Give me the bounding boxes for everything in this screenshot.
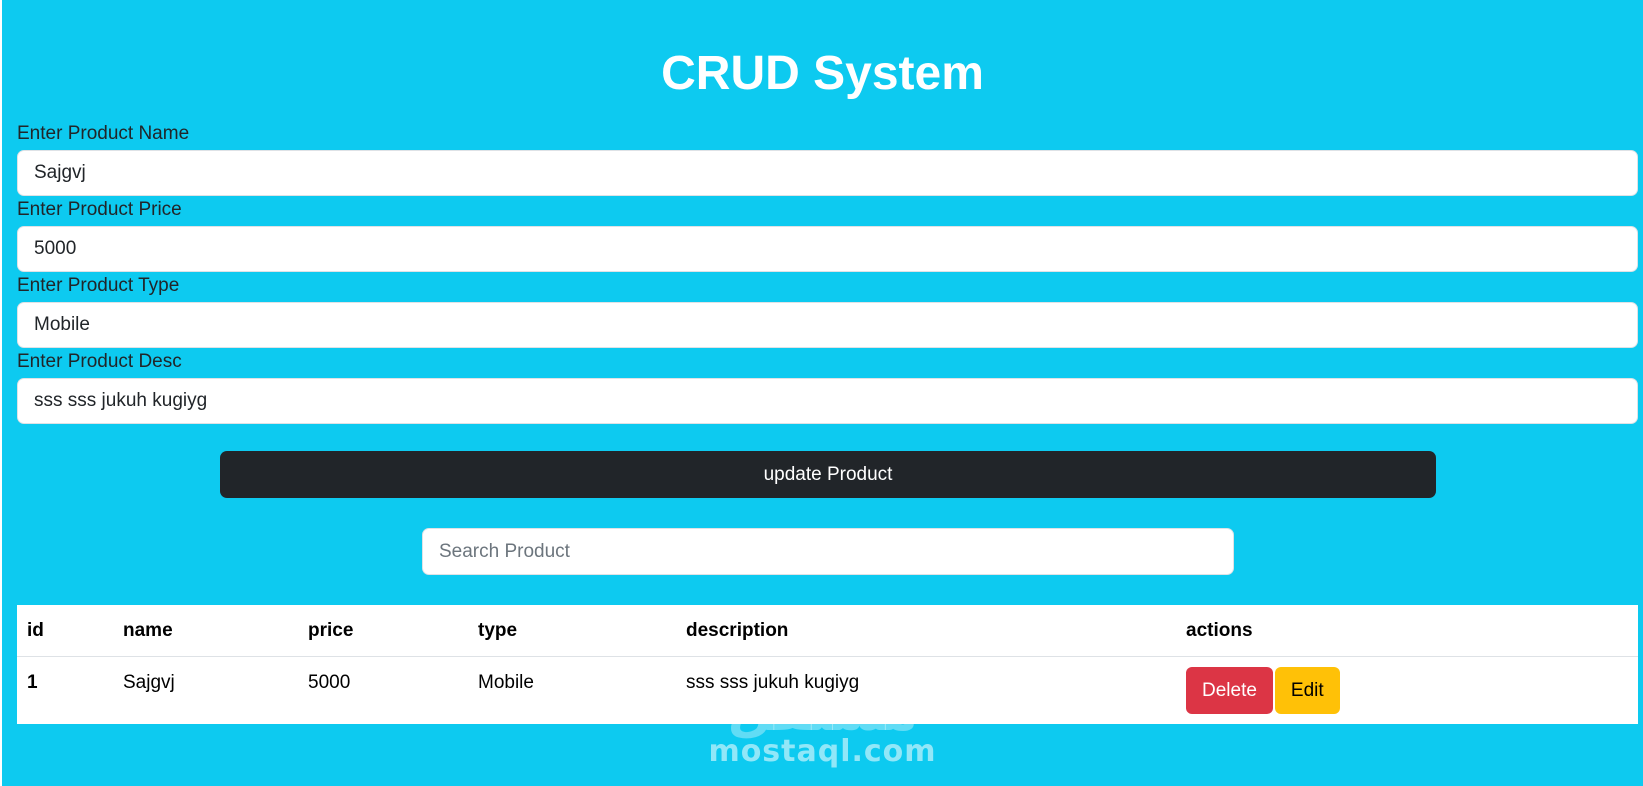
product-name-label: Enter Product Name [17, 123, 190, 144]
cell-type-text: Mobile [478, 671, 534, 693]
column-header-price: price [298, 605, 468, 657]
cell-name: Sajgvj [113, 657, 298, 725]
product-desc-input[interactable] [17, 378, 1638, 424]
column-header-actions: actions [1176, 605, 1638, 657]
column-header-type: type [468, 605, 676, 657]
cell-price: 5000 [298, 657, 468, 725]
product-price-input[interactable] [17, 226, 1638, 272]
product-desc-label: Enter Product Desc [17, 351, 182, 372]
product-type-label: Enter Product Type [17, 275, 180, 296]
table-header-row: id name price type description actions [17, 605, 1638, 657]
search-input[interactable] [422, 528, 1234, 575]
products-table: id name price type description actions 1… [17, 605, 1638, 724]
table-row: 1 Sajgvj 5000 Mobile sss sss jukuh kugiy… [17, 657, 1638, 725]
product-price-label: Enter Product Price [17, 199, 182, 220]
column-header-id: id [17, 605, 113, 657]
cell-price-text: 5000 [308, 671, 351, 693]
product-name-input[interactable] [17, 150, 1638, 196]
cell-name-text: Sajgvj [123, 671, 175, 693]
page-title: CRUD System [661, 47, 984, 100]
edit-button[interactable]: Edit [1274, 667, 1340, 714]
cell-type: Mobile [468, 657, 676, 725]
delete-button[interactable]: Delete [1186, 667, 1273, 714]
cell-id-text: 1 [27, 671, 38, 693]
watermark-latin-text: mostaql.com [708, 734, 937, 769]
update-product-button[interactable]: update Product [220, 451, 1436, 498]
cell-description-text: sss sss jukuh kugiyg [686, 671, 860, 693]
column-header-description: description [676, 605, 1176, 657]
product-type-input[interactable] [17, 302, 1638, 348]
cell-id: 1 [17, 657, 113, 725]
cell-description: sss sss jukuh kugiyg [676, 657, 1176, 725]
column-header-name: name [113, 605, 298, 657]
